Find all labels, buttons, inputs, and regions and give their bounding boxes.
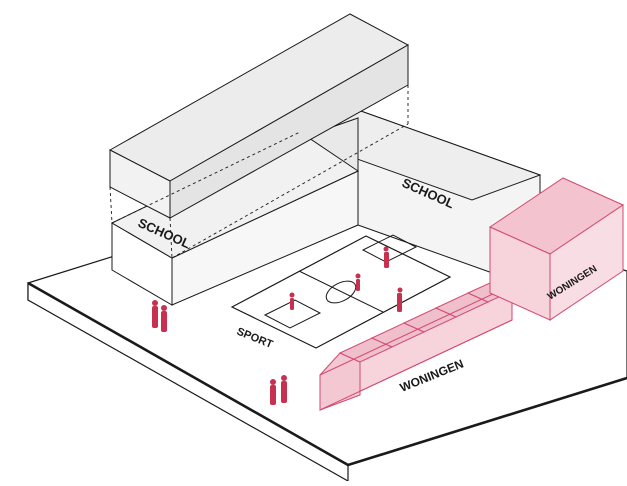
person-icon [355,273,361,291]
people [152,246,403,405]
person-icon [281,375,287,403]
person-icon [270,379,276,405]
row-houses [319,281,514,411]
person-icon [397,287,403,312]
person-icon [152,300,158,328]
person-icon [161,305,167,332]
person-icon [289,292,295,310]
person-icon [383,246,389,268]
soccer-field-icon [230,234,452,349]
housing-block [488,177,625,321]
school-floating-volume [108,13,410,259]
